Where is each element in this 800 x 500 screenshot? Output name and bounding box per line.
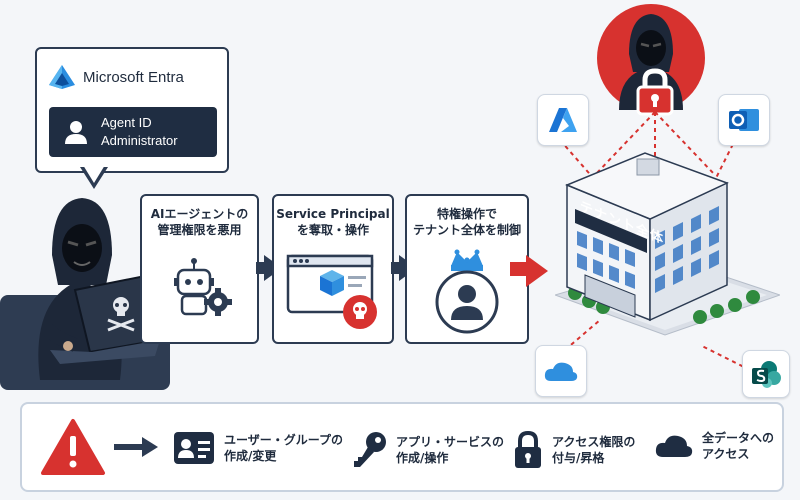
entra-brand: Microsoft Entra — [47, 63, 184, 91]
role-line2: Administrator — [101, 133, 178, 148]
impact-item-3: アクセス権限の 付与/昇格 — [512, 430, 635, 470]
sharepoint-icon — [752, 361, 781, 388]
azure-service-tile — [537, 94, 589, 146]
step-card-2: Service Principal を奪取・操作 — [272, 194, 394, 344]
step-card-1: AIエージェントの 管理権限を悪用 — [140, 194, 259, 344]
user-icon — [65, 121, 87, 144]
role-callout: Microsoft Entra Agent ID Administrator — [35, 47, 229, 173]
entra-product-name: Microsoft Entra — [83, 68, 184, 86]
tenant-building-illustration — [555, 152, 780, 336]
padlock-icon — [636, 68, 674, 116]
role-line1: Agent ID — [101, 115, 152, 130]
step-2-line2: を奪取・操作 — [296, 223, 369, 237]
outlook-icon — [729, 109, 759, 131]
impact-1-line2: 作成/変更 — [224, 449, 277, 463]
role-badge: Agent ID Administrator — [49, 107, 217, 157]
key-icon — [354, 432, 386, 467]
onedrive-cloud-icon — [544, 362, 578, 381]
attack-arrow-red — [526, 255, 548, 287]
impact-4-line1: 全データへの — [702, 431, 775, 445]
service-principal-window-icon — [286, 254, 377, 329]
impact-4-line2: アクセス — [702, 447, 750, 461]
impact-item-1: ユーザー・グループの 作成/変更 — [172, 430, 343, 466]
sharepoint-service-tile — [742, 350, 790, 398]
warning-triangle-icon — [41, 419, 105, 475]
entra-logo-icon — [49, 65, 75, 89]
id-card-icon — [174, 432, 214, 464]
impact-item-4: 全データへの アクセス — [654, 430, 774, 462]
onedrive-service-tile — [535, 345, 587, 397]
hacker-at-laptop-illustration — [0, 198, 170, 390]
step-3-line1: 特権操作で — [436, 207, 497, 221]
impact-2-line1: アプリ・サービスの — [396, 435, 505, 449]
step-1-line1: AIエージェントの — [150, 207, 249, 221]
step-2-line1: Service Principal — [276, 207, 390, 221]
step-3-line2: テナント全体を制御 — [412, 223, 521, 237]
impact-3-line2: 付与/昇格 — [552, 451, 605, 465]
compromise-connectors — [559, 111, 751, 371]
step-card-3: 特権操作で テナント全体を制御 — [405, 194, 529, 344]
lock-icon — [515, 430, 541, 468]
impact-2-line2: 作成/操作 — [396, 451, 449, 465]
outlook-service-tile — [718, 94, 770, 146]
crowned-admin-icon — [435, 249, 499, 334]
step-1-line2: 管理権限を悪用 — [157, 223, 242, 237]
impact-arrow-icon — [114, 437, 158, 457]
impact-1-line1: ユーザー・グループの — [224, 433, 344, 447]
impact-summary-bar: ユーザー・グループの 作成/変更 アプリ・サービスの 作成/操作 アクセス権限の… — [20, 402, 784, 492]
impact-item-2: アプリ・サービスの 作成/操作 — [352, 430, 504, 470]
cloud-icon — [655, 435, 693, 457]
azure-icon — [549, 108, 577, 132]
robot-gear-icon — [174, 258, 232, 316]
impact-3-line1: アクセス権限の — [552, 435, 636, 449]
